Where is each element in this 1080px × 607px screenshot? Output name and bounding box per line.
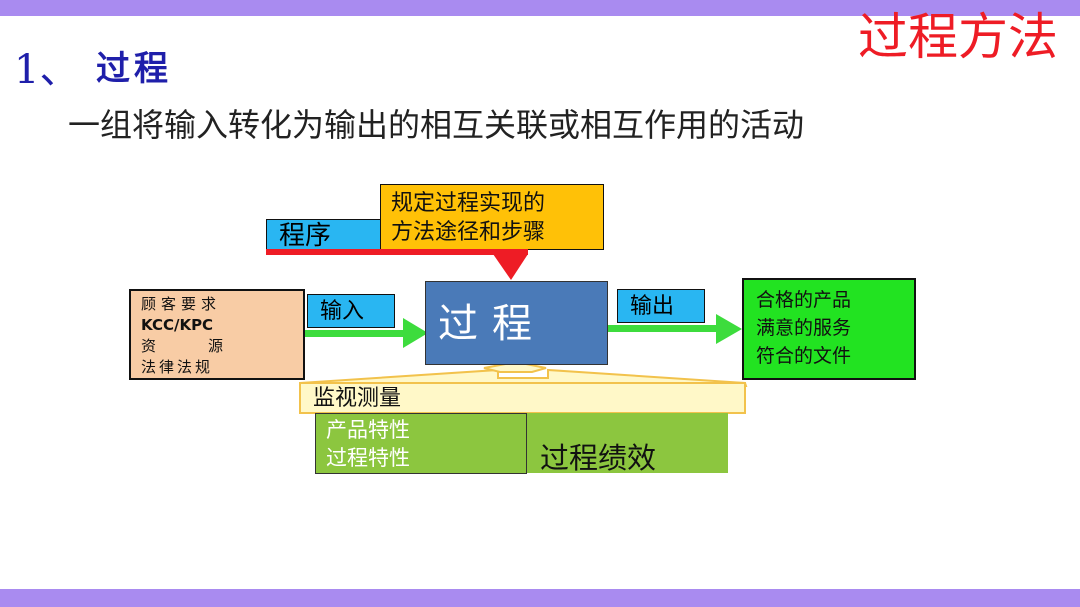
- procedure-desc-line: 规定过程实现的: [391, 191, 546, 216]
- output-arrow: [608, 314, 742, 344]
- procedure-arrow: [493, 254, 528, 280]
- characteristic-item: 产品特性: [326, 418, 410, 442]
- process-box: 过程: [425, 281, 608, 365]
- input-item: KCC/KPC: [141, 316, 214, 334]
- input-label-box: 输入: [307, 294, 395, 328]
- input-item: 资源: [141, 337, 276, 355]
- bottom-band: [0, 589, 1080, 607]
- monitor-label: 监视测量: [313, 386, 402, 411]
- procedure-desc-line: 方法途径和步骤: [391, 220, 546, 245]
- procedure-description-box: 规定过程实现的 方法途径和步骤: [380, 184, 604, 250]
- procedure-box: 程序: [266, 219, 382, 251]
- procedure-label: 程序: [279, 221, 332, 251]
- procedure-bar: [266, 249, 528, 255]
- inputs-box: 顾客要求 KCC/KPC 资源 法律法规: [129, 289, 305, 380]
- output-item: 符合的文件: [756, 345, 852, 367]
- characteristics-box: 产品特性 过程特性: [315, 413, 527, 474]
- input-arrow: [305, 318, 428, 348]
- input-label: 输入: [320, 299, 365, 324]
- performance-label: 过程绩效: [540, 441, 657, 475]
- process-definition: 一组将输入转化为输出的相互关联或相互作用的活动: [68, 106, 805, 144]
- heading-text: 过程: [96, 49, 172, 89]
- outputs-box: 合格的产品 满意的服务 符合的文件: [742, 278, 916, 380]
- corner-title: 过程方法: [858, 8, 1058, 66]
- monitor-measure-box: 监视测量: [299, 382, 746, 414]
- characteristic-item: 过程特性: [326, 446, 410, 470]
- heading-number: 1、: [14, 47, 80, 93]
- performance-box: [527, 413, 728, 473]
- input-item: 顾客要求: [141, 295, 222, 313]
- output-item: 满意的服务: [756, 317, 852, 339]
- input-item: 法律法规: [141, 358, 214, 376]
- top-band: [0, 0, 1080, 16]
- output-label-box: 输出: [617, 289, 705, 323]
- process-label: 过程: [438, 301, 546, 347]
- output-label: 输出: [630, 294, 675, 319]
- output-item: 合格的产品: [756, 289, 852, 311]
